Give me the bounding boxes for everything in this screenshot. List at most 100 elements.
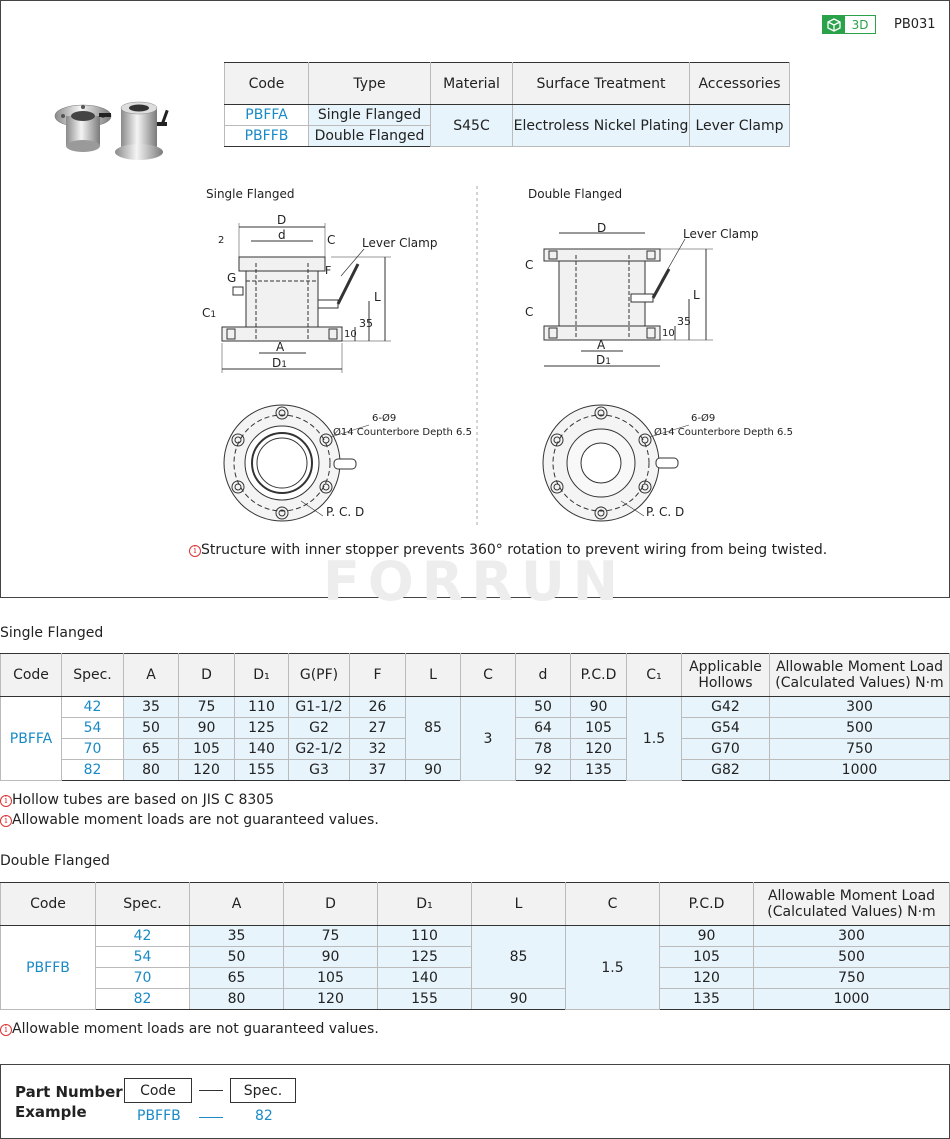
- dim-D: D: [277, 213, 287, 227]
- pn-spec-value: 82: [255, 1108, 273, 1124]
- pn-spec-label: Spec.: [230, 1078, 296, 1103]
- table-cell: 500: [753, 946, 950, 968]
- table-cell: 125: [234, 717, 289, 739]
- holes-label-double: 6-Ø9: [691, 413, 716, 424]
- spec-cell[interactable]: 82: [95, 988, 190, 1010]
- note-text: Allowable moment loads are not guarantee…: [12, 812, 379, 828]
- table-cell: 120: [283, 988, 378, 1010]
- code-link[interactable]: PBFFA: [224, 104, 309, 126]
- code-cell[interactable]: PBFFB: [0, 925, 96, 1010]
- spec-cell[interactable]: 54: [95, 946, 190, 968]
- table-cell: 110: [377, 925, 472, 947]
- th-moment: Allowable Moment Load (Calculated Values…: [769, 653, 950, 697]
- table-cell: 155: [377, 988, 472, 1010]
- table-cell: 80: [189, 988, 284, 1010]
- th-A: A: [189, 882, 284, 926]
- table-cell: 750: [753, 967, 950, 989]
- code-cell[interactable]: PBFFA: [0, 696, 62, 781]
- header-code: Code: [224, 62, 309, 105]
- th-C: C: [565, 882, 660, 926]
- table-cell: 37: [349, 759, 406, 781]
- watermark-logo: FORRUN: [323, 550, 626, 613]
- spec-cell[interactable]: 70: [61, 738, 124, 760]
- surface-cell: Electroless Nickel Plating: [512, 104, 690, 147]
- table-cell: 64: [515, 717, 571, 739]
- th-C: C: [460, 653, 516, 697]
- table-cell: 50: [123, 717, 179, 739]
- table-cell: 85: [405, 696, 461, 760]
- table-cell: 50: [515, 696, 571, 718]
- th-L: L: [405, 653, 461, 697]
- spec-cell[interactable]: 42: [95, 925, 190, 947]
- table-cell: 120: [570, 738, 627, 760]
- table-cell: 35: [123, 696, 179, 718]
- dim-C-double-lower: C: [525, 305, 534, 319]
- th-spec: Spec.: [61, 653, 124, 697]
- table-cell: 26: [349, 696, 406, 718]
- table-cell: G54: [681, 717, 770, 739]
- 3d-model-button[interactable]: 3D: [822, 15, 876, 34]
- th-G: G(PF): [288, 653, 350, 697]
- counterbore-label-double: Ø14 Counterbore Depth 6.5: [654, 427, 793, 438]
- pn-value-separator: [199, 1117, 223, 1118]
- table-cell: 105: [178, 738, 235, 760]
- dim-C-double: C: [525, 258, 534, 272]
- table-cell: 27: [349, 717, 406, 739]
- table-cell: G1-1/2: [288, 696, 350, 718]
- table-cell: 135: [659, 988, 754, 1010]
- single-flanged-spec-table: Code Spec. A D D₁ G(PF) F L C d P.C.D C₁…: [0, 653, 950, 781]
- pn-separator: [199, 1090, 223, 1091]
- product-photo: [54, 101, 169, 160]
- dim-L-double: L: [693, 288, 700, 302]
- code-link[interactable]: PBFFB: [224, 125, 309, 147]
- dim-10-double: 10: [662, 328, 675, 339]
- spec-cell[interactable]: 42: [61, 696, 124, 718]
- note-text: Allowable moment loads are not guarantee…: [12, 1021, 379, 1037]
- table-cell: G2-1/2: [288, 738, 350, 760]
- structure-note-text: Structure with inner stopper prevents 36…: [201, 542, 828, 558]
- table-cell: 1000: [753, 988, 950, 1010]
- single-flanged-drawing-label: Single Flanged: [206, 187, 295, 201]
- th-code: Code: [0, 653, 62, 697]
- pn-code-value: PBFFB: [137, 1108, 181, 1124]
- double-flanged-title: Double Flanged: [0, 853, 110, 869]
- header-material: Material: [430, 62, 513, 105]
- th-D1: D₁: [234, 653, 289, 697]
- dim-C1: C1: [202, 306, 217, 320]
- th-L: L: [471, 882, 566, 926]
- table-cell: 110: [234, 696, 289, 718]
- table-cell: 1.5: [626, 696, 682, 781]
- th-A: A: [123, 653, 179, 697]
- th-pcd: P.C.D: [570, 653, 627, 697]
- dim-F: F: [325, 264, 332, 277]
- pcd-label-double: P. C. D: [646, 505, 685, 519]
- info-icon: i: [0, 1024, 12, 1036]
- single-flanged-title: Single Flanged: [0, 625, 104, 641]
- dim-D1-double: D1: [596, 353, 611, 367]
- table-cell: 1.5: [565, 925, 660, 1010]
- part-number-title: Part Number Example: [15, 1082, 123, 1122]
- pn-code-label: Code: [124, 1078, 192, 1103]
- counterbore-label: Ø14 Counterbore Depth 6.5: [333, 427, 472, 438]
- spec-cell[interactable]: 70: [95, 967, 190, 989]
- overview-panel: 3D PB031 Code Type Material Surface Trea…: [0, 0, 950, 613]
- technical-drawing: [221, 186, 713, 526]
- spec-cell[interactable]: 54: [61, 717, 124, 739]
- 3d-label: 3D: [851, 17, 869, 32]
- table-cell: 750: [769, 738, 950, 760]
- table-cell: 90: [471, 988, 566, 1010]
- type-cell: Single Flanged: [308, 104, 431, 126]
- table-cell: 105: [283, 967, 378, 989]
- dim-10: 10: [344, 329, 357, 340]
- part-code: PB031: [894, 17, 936, 32]
- th-D1: D₁: [377, 882, 472, 926]
- spec-cell[interactable]: 82: [61, 759, 124, 781]
- table-cell: 135: [570, 759, 627, 781]
- table-cell: 90: [283, 946, 378, 968]
- dim-L: L: [374, 290, 381, 304]
- table-cell: 90: [659, 925, 754, 947]
- double-flanged-spec-table: Code Spec. A D D₁ L C P.C.D Allowable Mo…: [0, 882, 950, 1010]
- table-cell: 90: [570, 696, 627, 718]
